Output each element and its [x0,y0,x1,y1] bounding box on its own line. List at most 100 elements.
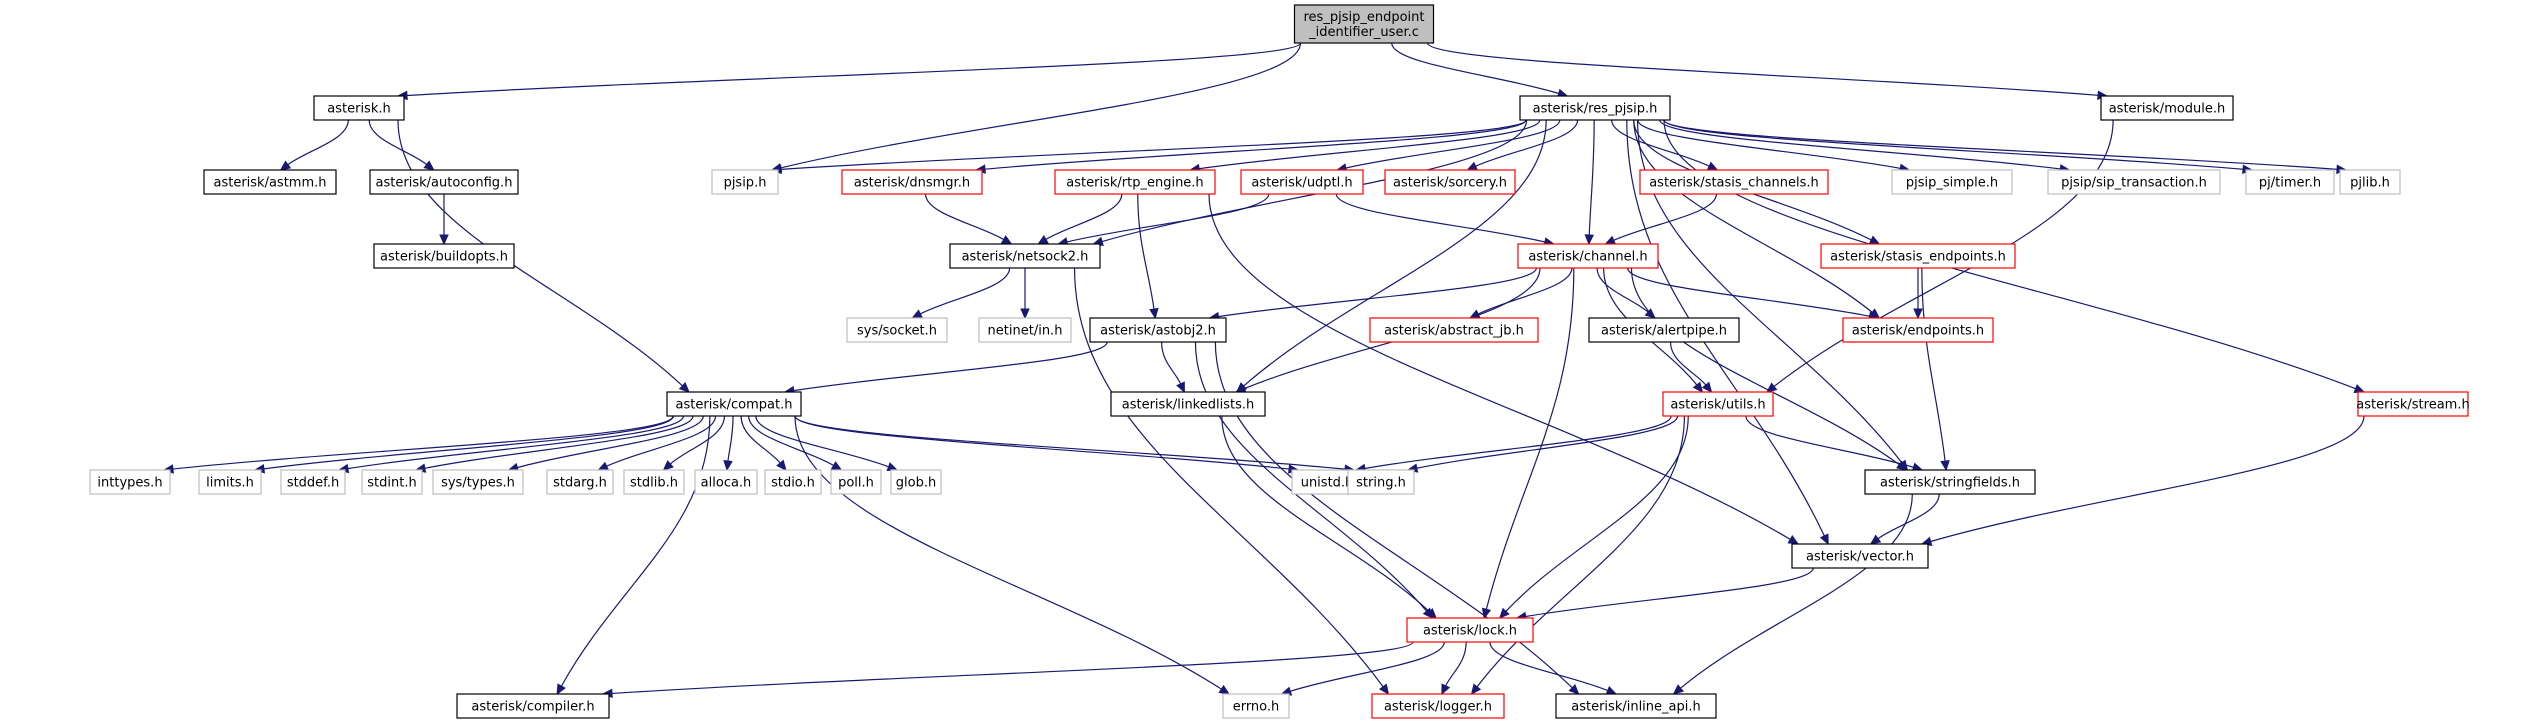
node-label: asterisk/dnsmgr.h [854,176,970,191]
node-label: asterisk/stringfields.h [1880,476,2020,491]
node-label: asterisk/lock.h [1423,624,1517,639]
node-label: asterisk/alertpipe.h [1601,324,1727,339]
edge-compat_h-to-alloca_h [723,415,734,472]
node-box [373,243,515,269]
node-utils-h[interactable]: asterisk/utils.h [1662,391,1774,417]
node-stdarg-h[interactable]: stdarg.h [546,469,614,495]
node-stream-h[interactable]: asterisk/stream.h [2356,391,2470,417]
node-inttypes-h[interactable]: inttypes.h [89,469,171,495]
node-compiler-h[interactable]: asterisk/compiler.h [456,693,610,719]
node-udptl-h[interactable]: asterisk/udptl.h [1240,169,1364,195]
node-errno-h[interactable]: errno.h [1222,693,1290,719]
node-label: asterisk.h [327,102,390,117]
node-box [89,469,171,495]
node-buildopts-h[interactable]: asterisk/buildopts.h [373,243,515,269]
node-inline-api-h[interactable]: asterisk/inline_api.h [1555,693,1717,719]
node-pjlib-h[interactable]: pjlib.h [2339,169,2401,195]
node-pj-timer-h[interactable]: pj/timer.h [2245,169,2335,195]
edge-utils_h-to-lock_h [1498,415,1689,619]
node-abstract-jb-h[interactable]: asterisk/abstract_jb.h [1369,317,1539,343]
node-rtp-engine-h[interactable]: asterisk/rtp_engine.h [1054,169,1216,195]
edge-utils_h-to-logger_h [1470,415,1685,695]
node-box [1369,317,1539,343]
edge-astobj2_h-to-linkedlists_h [1161,341,1185,394]
node-autoconfig-h[interactable]: asterisk/autoconfig.h [369,169,519,195]
node-label: stdio.h [771,476,815,491]
node-logger-h[interactable]: asterisk/logger.h [1371,693,1505,719]
node-stdio-h[interactable]: stdio.h [764,469,822,495]
node-box [1406,617,1534,643]
node-limits-h[interactable]: limits.h [198,469,262,495]
edge-root-to-asterisk_h [396,42,1302,101]
node-label: glob.h [896,476,936,491]
node-stddef-h[interactable]: stddef.h [280,469,346,495]
node-netinet-in-h[interactable]: netinet/in.h [978,317,1072,343]
node-glob-h[interactable]: glob.h [890,469,942,495]
node-label: asterisk/inline_api.h [1571,700,1701,715]
node-compat-h[interactable]: asterisk/compat.h [666,391,802,417]
node-box [711,169,779,195]
node-box [1891,169,2013,195]
node-res-pjsip-h[interactable]: asterisk/res_pjsip.h [1519,95,1671,121]
node-lock-h[interactable]: asterisk/lock.h [1406,617,1534,643]
node-label: _identifier_user.c [1308,25,1419,40]
node-vector-h[interactable]: asterisk/vector.h [1791,543,1929,569]
node-linkedlists-h[interactable]: asterisk/linkedlists.h [1110,391,1266,417]
node-label: asterisk/sorcery.h [1393,176,1507,191]
node-box [203,169,337,195]
node-label: pjlib.h [2350,176,2390,191]
node-stringfields-h[interactable]: asterisk/stringfields.h [1864,469,2036,495]
node-asterisk-h[interactable]: asterisk.h [313,95,405,121]
node-sys-socket-h[interactable]: sys/socket.h [846,317,948,343]
node-label: asterisk/rtp_engine.h [1066,176,1203,191]
edge-res_pjsip_h-to-linkedlists_h [1235,119,1547,393]
node-channel-h[interactable]: asterisk/channel.h [1517,243,1659,269]
node-label: pjsip_simple.h [1906,176,1998,191]
node-string-h[interactable]: string.h [1347,469,1415,495]
node-endpoints-h[interactable]: asterisk/endpoints.h [1842,317,1994,343]
edge-compat_h-to-stdio_h [740,415,787,471]
node-sys-types-h[interactable]: sys/types.h [432,469,524,495]
edge-autoconfig_h-to-buildopts_h [439,194,449,246]
node-box [1517,243,1659,269]
node-box [1089,317,1227,343]
node-label: asterisk/stream.h [2356,398,2469,413]
edge-compat_h-to-inttypes_h [162,415,674,474]
node-poll-h[interactable]: poll.h [830,469,882,495]
node-pjsip-h[interactable]: pjsip.h [711,169,779,195]
node-box [1054,169,1216,195]
node-box [1864,469,2036,495]
node-box [1110,391,1266,417]
edge-lock_h-to-compiler_h [601,641,1414,699]
node-netsock2-h[interactable]: asterisk/netsock2.h [949,243,1101,269]
edge-stasis_endpoints_h-to-stringfields_h [1921,267,1950,472]
node-box [1519,95,1671,121]
node-box [1384,169,1516,195]
node-sorcery-h[interactable]: asterisk/sorcery.h [1384,169,1516,195]
node-label: asterisk/compiler.h [471,700,594,715]
node-box [949,243,1101,269]
node-stasis-channels-h[interactable]: asterisk/stasis_channels.h [1639,169,1829,195]
node-root[interactable]: res_pjsip_endpoint_identifier_user.c [1293,4,1435,44]
edge-netsock2_h-to-sys_socket_h [911,267,1011,319]
node-label: asterisk/logger.h [1384,700,1492,715]
node-module-h[interactable]: asterisk/module.h [2100,95,2234,121]
node-box [2339,169,2401,195]
node-pjsip-simple-h[interactable]: pjsip_simple.h [1891,169,2013,195]
node-alloca-h[interactable]: alloca.h [694,469,758,495]
node-astmm-h[interactable]: asterisk/astmm.h [203,169,337,195]
node-pjsip-sip-transaction-h[interactable]: pjsip/sip_transaction.h [2047,169,2221,195]
node-label: asterisk/netsock2.h [962,250,1089,265]
edge-layer [162,42,2366,699]
edge-rtp_engine_h-to-astobj2_h [1137,193,1159,320]
node-alertpipe-h[interactable]: asterisk/alertpipe.h [1588,317,1740,343]
node-label: stdint.h [367,476,416,491]
node-stasis-endpoints-h[interactable]: asterisk/stasis_endpoints.h [1820,243,2016,269]
edge-dnsmgr_h-to-netsock2_h [924,193,1013,245]
node-dnsmgr-h[interactable]: asterisk/dnsmgr.h [841,169,983,195]
node-astobj2-h[interactable]: asterisk/astobj2.h [1089,317,1227,343]
edge-asterisk_h-to-astmm_h [279,119,349,171]
node-label: asterisk/abstract_jb.h [1384,324,1524,339]
node-stdlib-h[interactable]: stdlib.h [623,469,685,495]
node-stdint-h[interactable]: stdint.h [361,469,423,495]
